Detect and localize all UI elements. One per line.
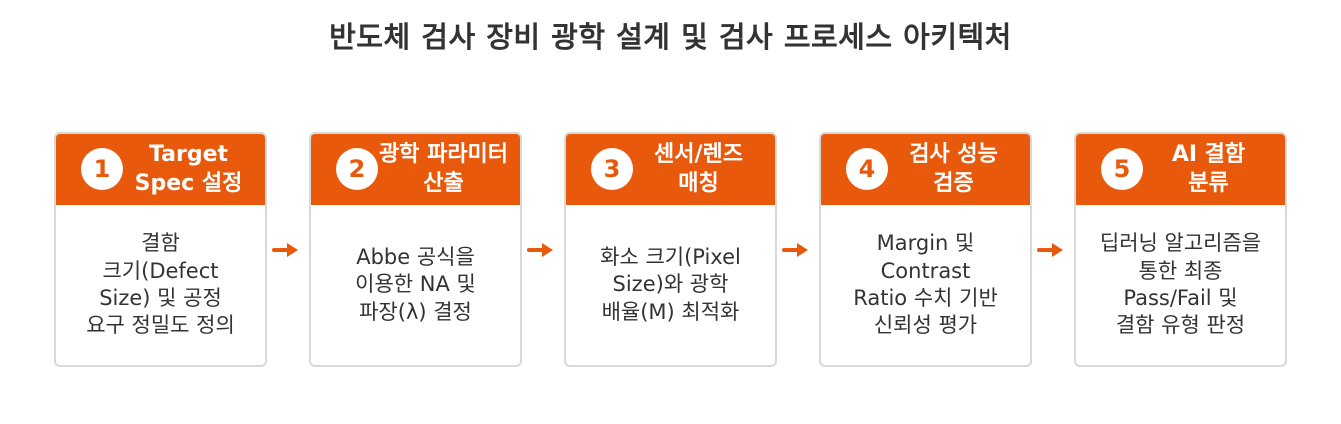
step-description-line: 크기(Defect [102,258,219,283]
step-header: 4 검사 성능 검증 [821,134,1030,205]
arrow-right-icon [272,243,298,257]
step-description-line: 요구 정밀도 정의 [86,313,235,338]
step-description-line: 이용한 NA 및 [355,272,476,297]
step-card-1: 1 Target Spec 설정 결함 크기(Defect Size) 및 공정… [54,132,267,367]
page-title: 반도체 검사 장비 광학 설계 및 검사 프로세스 아키텍처 [329,20,1012,54]
step-description: Abbe 공식을 이용한 NA 및 파장(λ) 결정 [311,205,520,365]
step-title-line: 검증 [933,170,974,196]
step-title-line: 산출 [423,170,464,196]
step-title-line: Spec 설정 [134,170,243,196]
step-card-4: 4 검사 성능 검증 Margin 및 Contrast Ratio 수치 기반… [819,132,1032,367]
step-number-badge: 1 [81,148,123,190]
step-description-line: 파장(λ) 결정 [359,299,472,324]
step-description-line: Margin 및 [876,231,975,256]
step-description-line: Contrast [880,258,971,283]
step-card-5: 5 AI 결함 분류 딥러닝 알고리즘을 통한 최종 Pass/Fail 및 결… [1074,132,1287,367]
step-description: 화소 크기(Pixel Size)와 광학 배율(M) 최적화 [566,205,775,365]
arrow-right-icon [782,243,808,257]
step-description: Margin 및 Contrast Ratio 수치 기반 신뢰성 평가 [821,205,1030,365]
step-header: 3 센서/렌즈 매칭 [566,134,775,205]
arrow-right-icon [1037,243,1063,257]
step-title-line: 검사 성능 [909,141,998,167]
step-number-badge: 2 [336,148,378,190]
step-title-line: 광학 파라미터 [378,141,509,167]
step-number-badge: 3 [591,148,633,190]
step-card-2: 2 광학 파라미터 산출 Abbe 공식을 이용한 NA 및 파장(λ) 결정 [309,132,522,367]
step-title: 광학 파라미터 산출 [371,134,516,205]
step-description-line: 화소 크기(Pixel [600,245,741,270]
step-description-line: 결함 유형 판정 [1115,313,1246,338]
step-title: Target Spec 설정 [116,134,261,205]
arrow-right-icon [527,243,553,257]
step-description-line: 결함 [141,231,180,256]
step-description-line: Ratio 수치 기반 [853,286,998,310]
step-number-badge: 5 [1101,148,1143,190]
step-header: 2 광학 파라미터 산출 [311,134,520,205]
step-title: AI 결함 분류 [1136,134,1281,205]
step-number-badge: 4 [846,148,888,190]
step-header: 5 AI 결함 분류 [1076,134,1285,205]
step-description-line: 배율(M) 최적화 [601,299,740,324]
step-description-line: 신뢰성 평가 [873,313,978,338]
step-description-line: Abbe 공식을 [356,245,475,270]
step-title-line: AI 결함 [1171,141,1246,167]
step-title-line: 분류 [1188,170,1229,196]
step-title-line: Target [148,141,229,167]
step-description: 딥러닝 알고리즘을 통한 최종 Pass/Fail 및 결함 유형 판정 [1076,205,1285,365]
step-title: 센서/렌즈 매칭 [626,134,771,205]
step-description-line: Size)와 광학 [612,272,729,297]
step-description: 결함 크기(Defect Size) 및 공정 요구 정밀도 정의 [56,205,265,365]
step-header: 1 Target Spec 설정 [56,134,265,205]
step-description-line: 딥러닝 알고리즘을 [1099,231,1262,256]
step-description-line: Size) 및 공정 [99,286,222,310]
step-description-line: Pass/Fail 및 [1123,286,1238,310]
step-title: 검사 성능 검증 [881,134,1026,205]
step-title-line: 매칭 [678,170,719,196]
step-card-3: 3 센서/렌즈 매칭 화소 크기(Pixel Size)와 광학 배율(M) 최… [564,132,777,367]
step-title-line: 센서/렌즈 [654,141,743,167]
step-description-line: 통한 최종 [1138,258,1223,283]
